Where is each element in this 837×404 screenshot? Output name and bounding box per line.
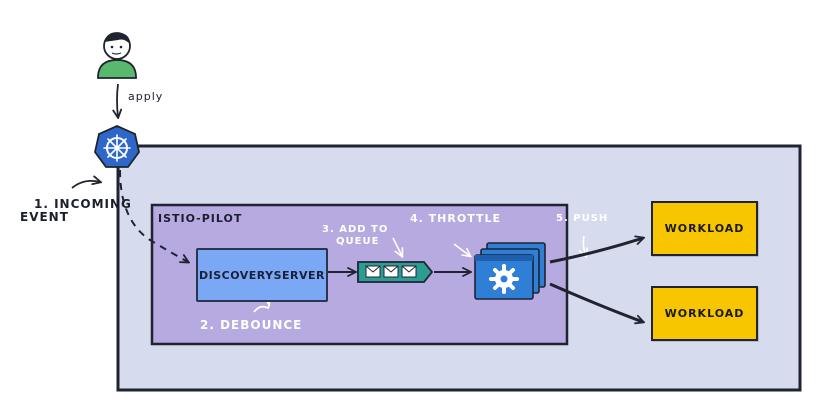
push-arrow-bottom: [549, 282, 643, 322]
incoming-event-line-2: EVENT: [20, 210, 69, 224]
queue-pointer-arrow: [392, 237, 402, 256]
envelope-icon: [365, 265, 417, 278]
push-arrow-top: [549, 238, 643, 264]
istio-pilot-title: ISTIO-PILOT: [158, 212, 243, 225]
event-dashed-arrow: [119, 169, 188, 262]
incoming-event-line-1: 1. INCOMING: [34, 197, 132, 211]
apply-label: apply: [128, 90, 164, 103]
throttle-stack: [474, 242, 546, 300]
throttle-label: 4. THROTTLE: [410, 212, 501, 225]
workload-box-bottom: WORKLOAD: [651, 286, 758, 341]
workload-box-top: WORKLOAD: [651, 201, 758, 256]
queue-shape: [357, 261, 434, 283]
queue-label-line-1: 3. ADD TO: [322, 224, 389, 235]
incoming-event-label: 1. INCOMING EVENT: [20, 198, 132, 224]
throttle-pointer-arrow: [453, 243, 470, 256]
kubernetes-wheel-icon: [94, 125, 140, 168]
queue-label-line-2: QUEUE: [336, 236, 380, 247]
incoming-event-arrow: [71, 181, 100, 189]
queue-label: 3. ADD TO QUEUE: [322, 224, 388, 248]
gear-icon: [489, 264, 519, 294]
debounce-label: 2. DEBOUNCE: [200, 318, 303, 332]
person-icon: [97, 32, 137, 79]
apply-arrow: [117, 83, 118, 117]
push-label: 5. PUSH: [556, 213, 609, 224]
discovery-server-box: DISCOVERYSERVER: [196, 248, 328, 302]
